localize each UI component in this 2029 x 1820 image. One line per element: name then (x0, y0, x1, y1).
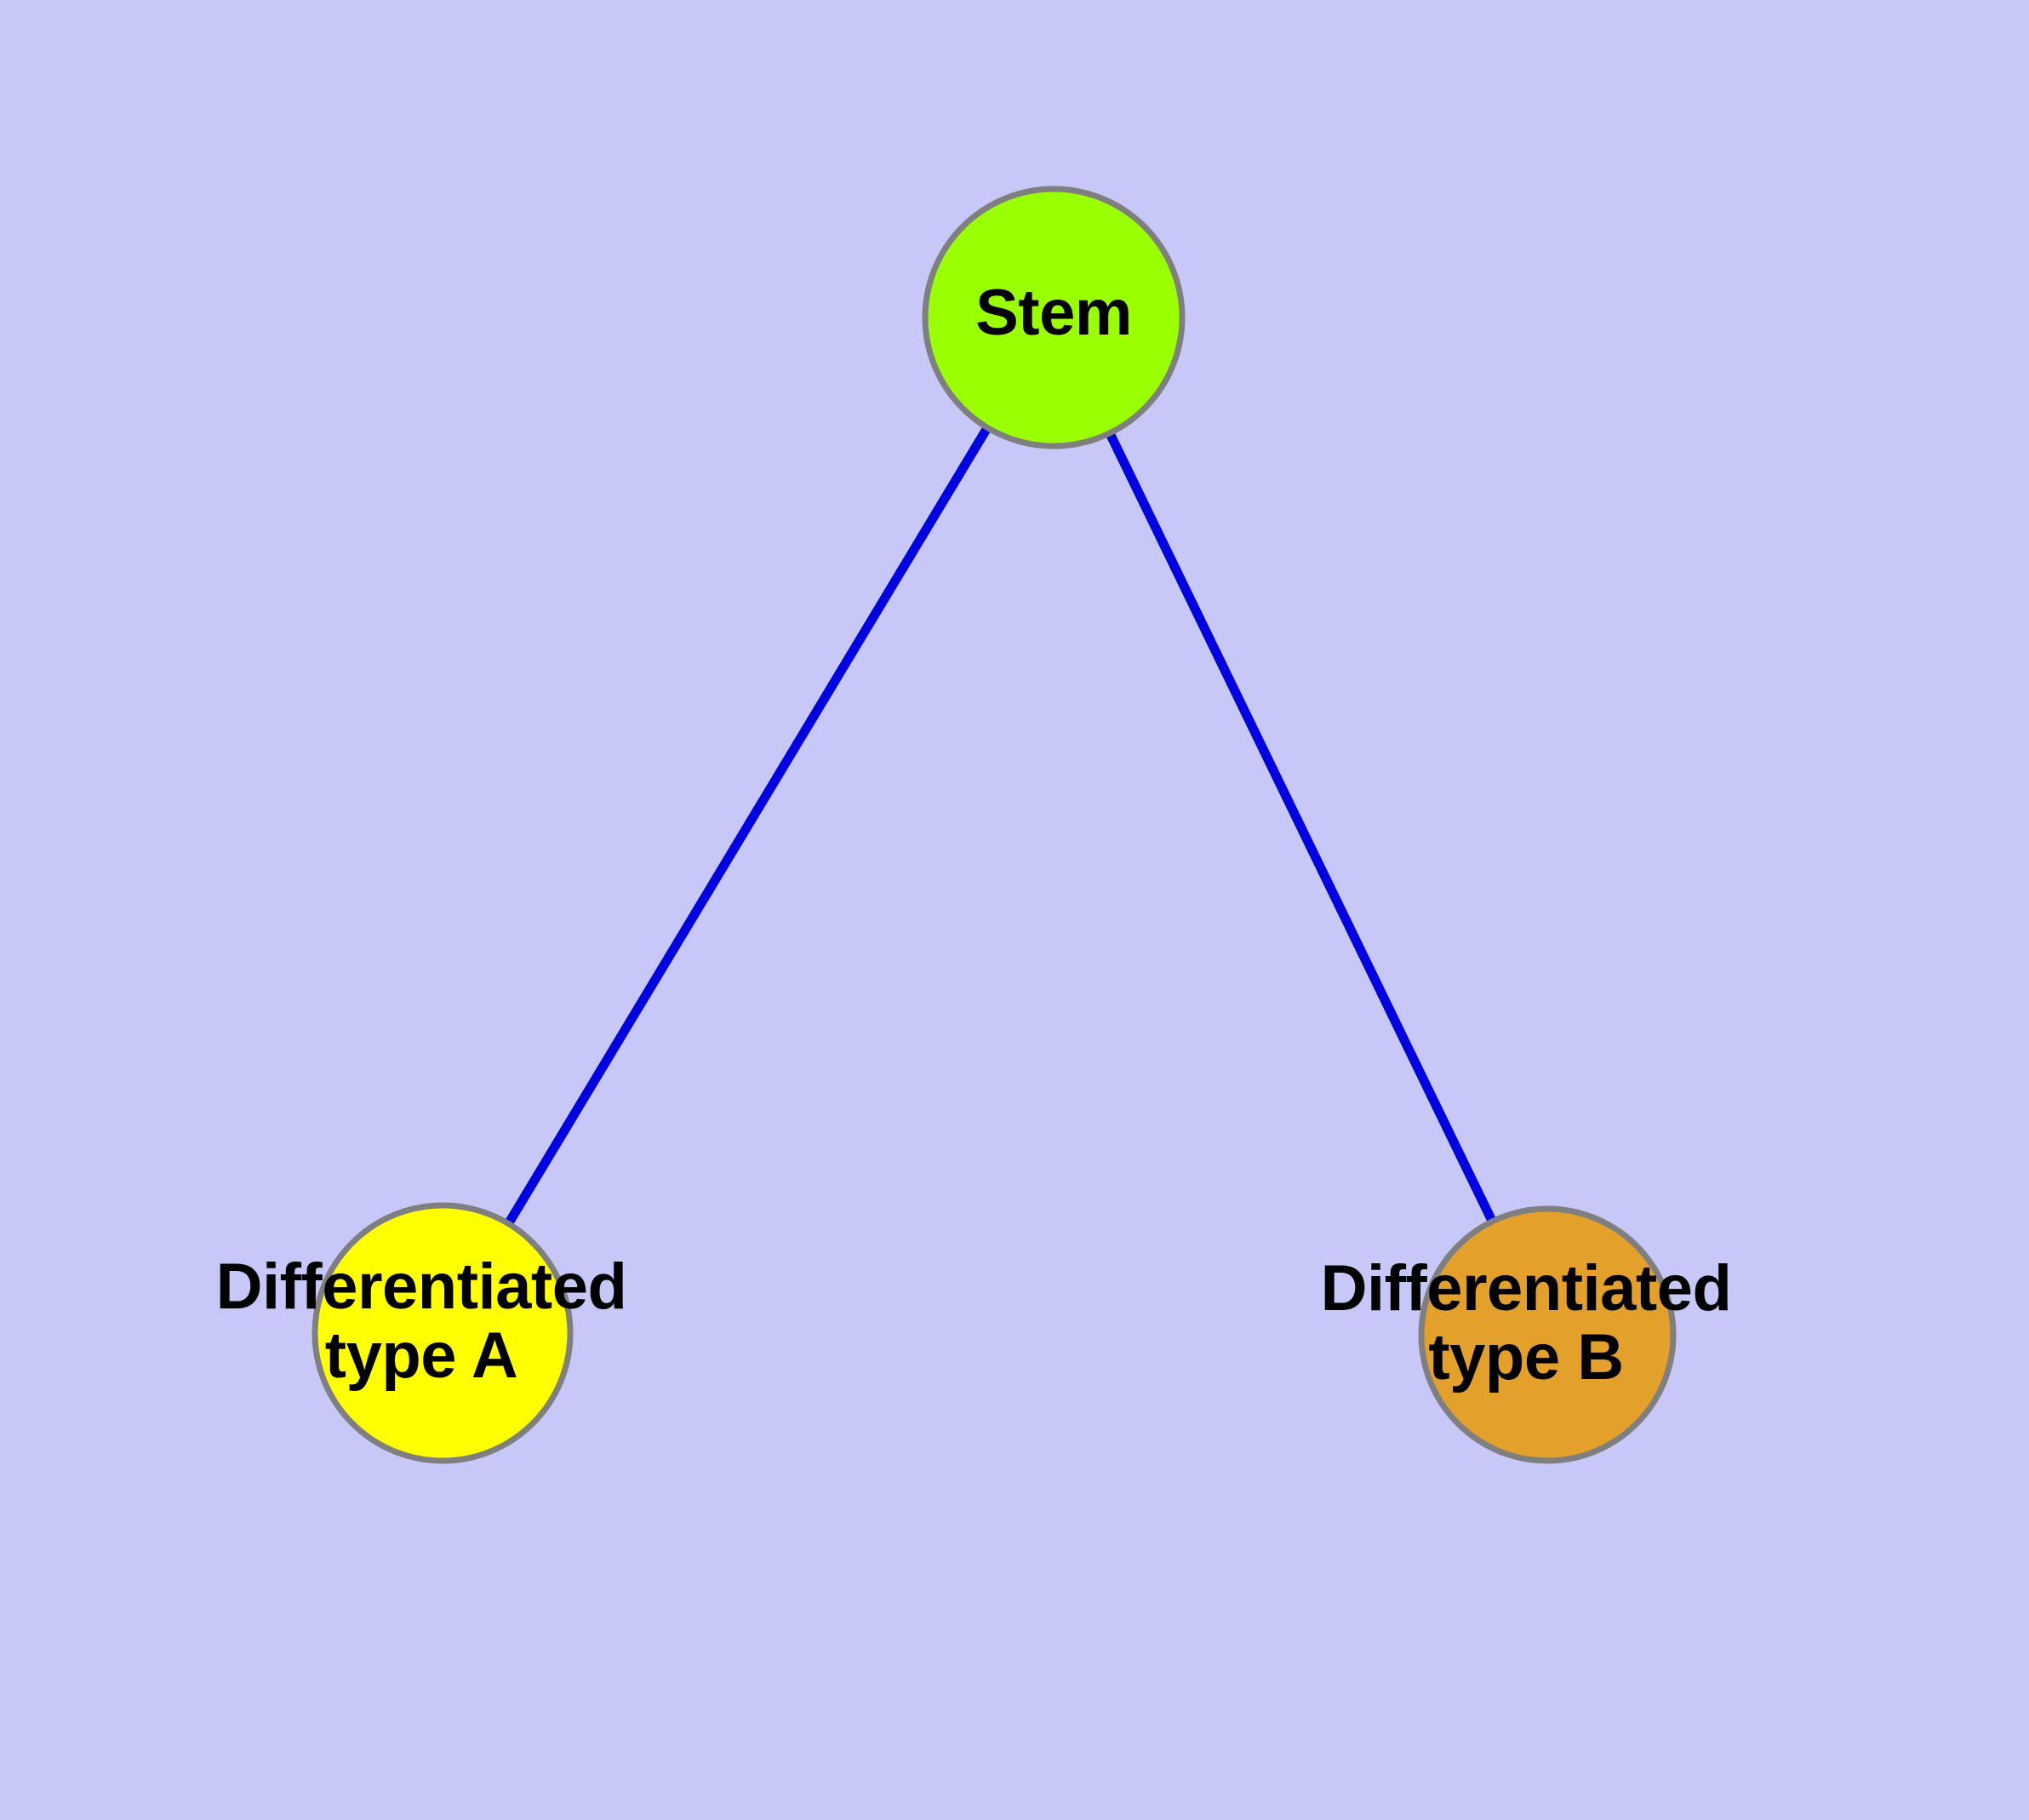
edge-stem-to-differentiated-type-b[interactable] (1105, 429, 1498, 1226)
node-layer (311, 186, 1677, 1464)
edge-stem-to-differentiated-type-a[interactable] (503, 423, 992, 1228)
edge-layer (503, 423, 1498, 1228)
node-differentiated-type-b[interactable] (1418, 1205, 1677, 1464)
node-differentiated-type-a[interactable] (311, 1202, 574, 1464)
node-stem[interactable] (922, 186, 1186, 449)
